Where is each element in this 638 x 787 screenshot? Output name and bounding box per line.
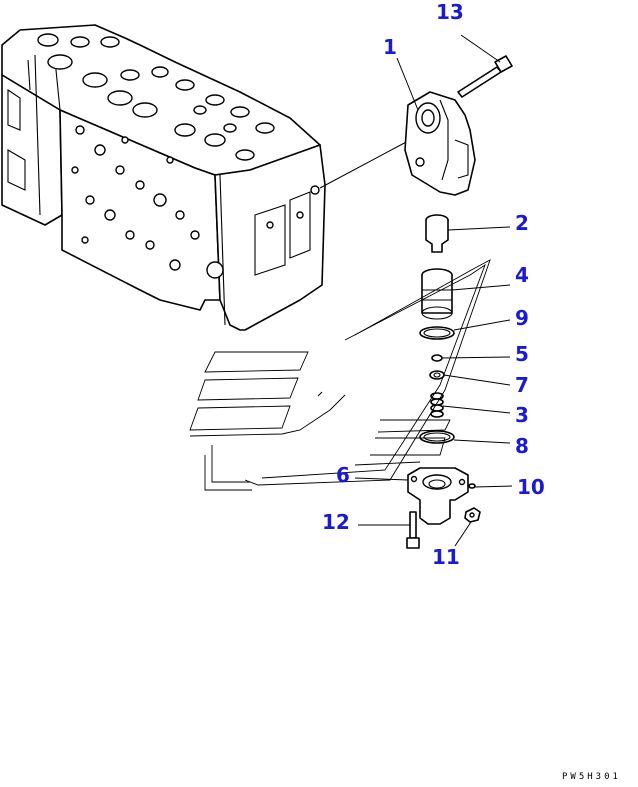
- part-6-cover: [354, 467, 469, 525]
- part-12-bolt: [358, 511, 420, 549]
- callout-2: 2: [515, 211, 529, 235]
- callout-10: 10: [517, 475, 545, 499]
- phantom-reference-outline: [189, 259, 491, 491]
- part-7-seat: [429, 370, 511, 386]
- callout-9: 9: [515, 306, 529, 330]
- callout-3: 3: [515, 403, 529, 427]
- callout-8: 8: [515, 434, 529, 458]
- callout-1: 1: [383, 35, 397, 59]
- part-2-spool: [425, 214, 511, 253]
- callout-12: 12: [322, 510, 350, 534]
- control-valve-body: [1, 24, 326, 331]
- callout-4: 4: [515, 263, 529, 287]
- part-1-valve-housing: [396, 57, 476, 196]
- part-10-plug: [468, 483, 513, 489]
- part-8-o-ring: [419, 430, 511, 444]
- callout-11: 11: [432, 545, 460, 569]
- callout-13: 13: [436, 0, 464, 24]
- part-3-spring: [430, 392, 511, 418]
- part-5-ball: [431, 354, 511, 362]
- part-11-plug: [454, 507, 481, 547]
- drawing-code: PW5H301: [562, 772, 621, 782]
- part-13-bolt: [457, 34, 513, 98]
- part-9-o-ring: [419, 319, 511, 340]
- part-4-sleeve: [421, 268, 511, 320]
- callout-7: 7: [515, 373, 529, 397]
- callout-6: 6: [336, 463, 350, 487]
- callout-5: 5: [515, 342, 529, 366]
